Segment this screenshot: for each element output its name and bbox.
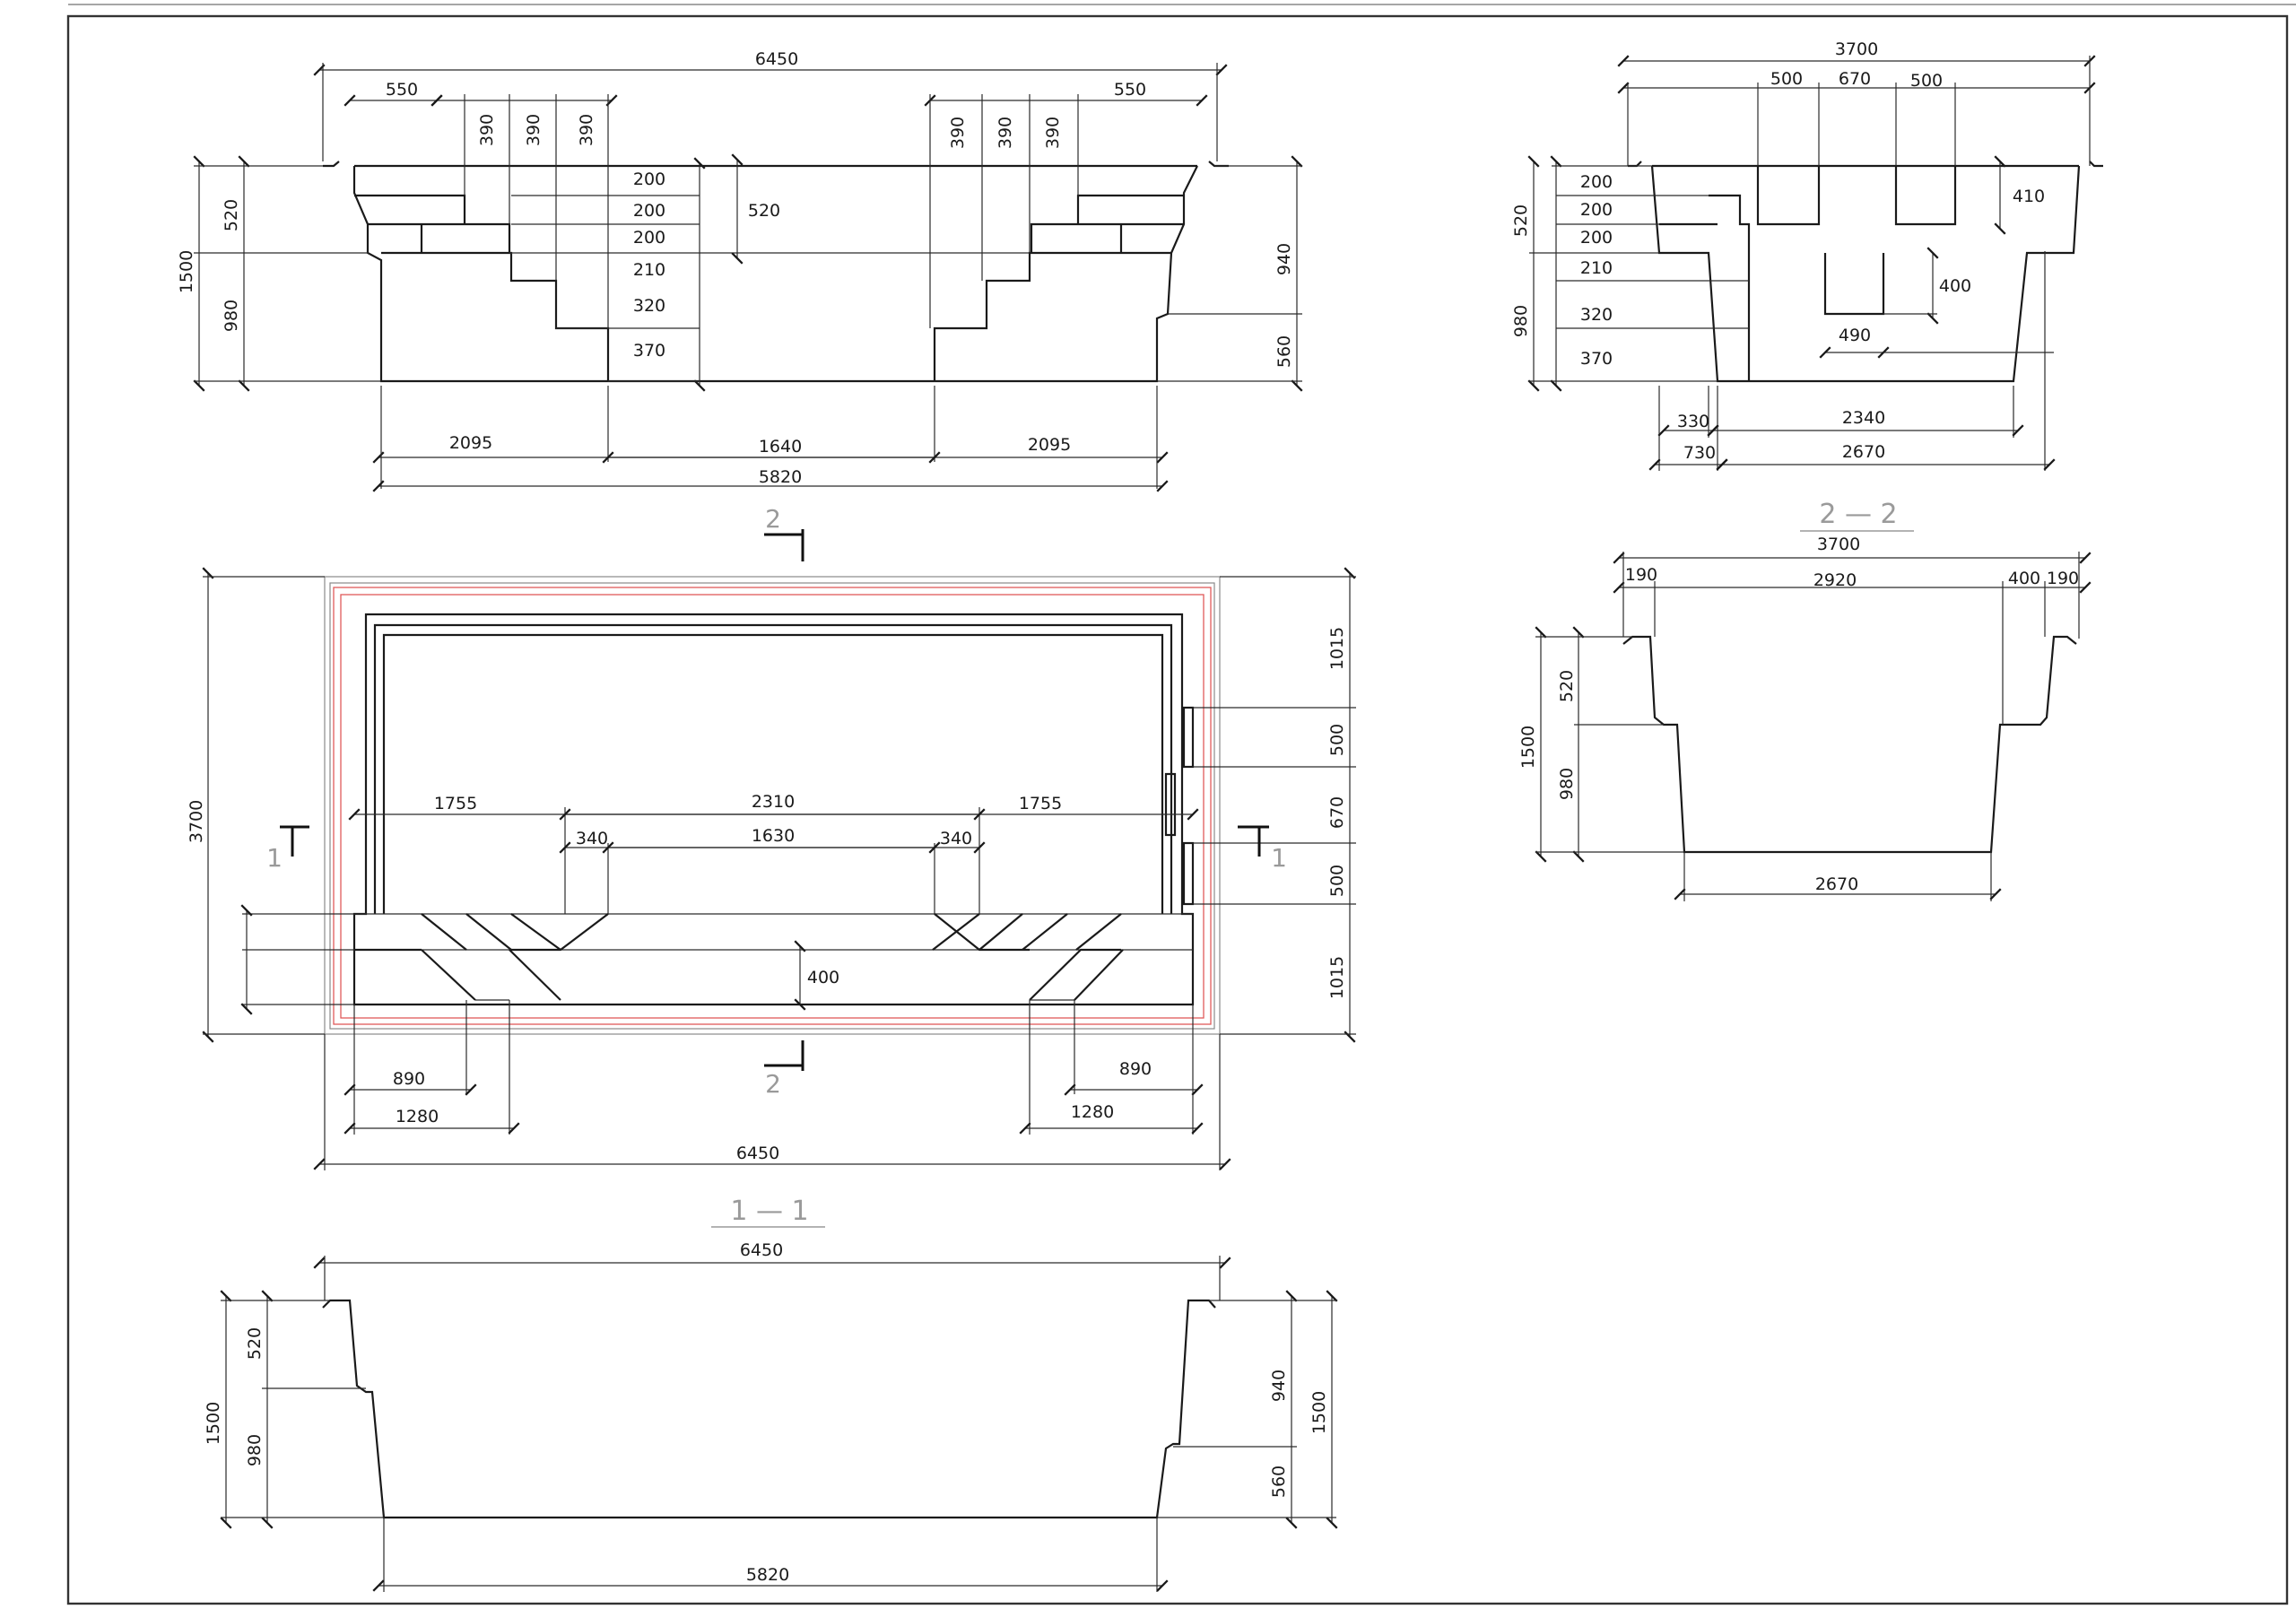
cut-label-1-right: 1 [1271, 843, 1287, 873]
dim-side-520: 520 [1511, 204, 1531, 237]
plan-view-dims: 3700 1015 500 670 500 1015 1755 2310 175… [187, 567, 1356, 1170]
section-cut-markers: 2 2 1 1 [266, 504, 1287, 1099]
dim-560-right: 560 [1274, 335, 1294, 368]
dim-2310: 2310 [752, 792, 795, 812]
dim-1500-left: 1500 [177, 250, 196, 293]
dim-1500-s22: 1500 [1518, 726, 1538, 769]
dim-390-a: 390 [477, 114, 497, 146]
dim-1280-b: 1280 [1071, 1102, 1114, 1122]
dim-1630: 1630 [752, 826, 795, 846]
section-2-2-profile [1622, 635, 2077, 854]
dim-500-a: 500 [1770, 69, 1803, 89]
dim-1500-s11: 1500 [204, 1402, 223, 1445]
dim-5820-top: 5820 [759, 467, 802, 487]
dim-340-a: 340 [576, 829, 608, 848]
dim-490: 490 [1839, 326, 1871, 345]
dim-6450-plan: 6450 [736, 1144, 779, 1163]
dim-side-210: 210 [1580, 258, 1613, 278]
dim-190-b: 190 [2047, 569, 2079, 588]
dim-6450: 6450 [755, 49, 798, 69]
dim-3700-plan: 3700 [187, 800, 206, 843]
dim-200-b: 200 [633, 201, 665, 221]
dim-550-left: 550 [386, 80, 418, 100]
dim-520-s11: 520 [245, 1327, 265, 1360]
section-1-1-profile [322, 1299, 1216, 1519]
dim-side-980: 980 [1511, 305, 1531, 337]
dim-200-a: 200 [633, 170, 665, 189]
dim-side-200-c: 200 [1580, 228, 1613, 248]
dim-6450-s11: 6450 [740, 1240, 783, 1260]
dim-390-d: 390 [948, 117, 968, 149]
dim-890-b: 890 [1119, 1059, 1152, 1079]
cut-label-1-left: 1 [266, 843, 283, 873]
cut-label-2-bottom: 2 [765, 1069, 781, 1099]
dim-520-s22: 520 [1557, 670, 1577, 702]
dim-400-plan: 400 [807, 968, 839, 987]
elevation-long-steps [323, 161, 1229, 383]
section-1-1-dims: 6450 1500 520 980 940 1500 560 5820 [204, 1240, 1338, 1592]
dim-890-a: 890 [393, 1069, 425, 1089]
dim-3700-side: 3700 [1835, 39, 1878, 59]
dim-1755-a: 1755 [434, 794, 477, 813]
dim-190-a: 190 [1625, 565, 1657, 585]
dim-390-c: 390 [577, 114, 596, 146]
dim-390-b: 390 [524, 114, 544, 146]
dim-side-200-b: 200 [1580, 200, 1613, 220]
dim-330: 330 [1677, 412, 1709, 431]
dim-400-side: 400 [1939, 276, 1971, 296]
dim-1015-bottom: 1015 [1327, 956, 1347, 999]
dim-side-370: 370 [1580, 349, 1613, 369]
dim-670-plan: 670 [1327, 796, 1347, 829]
sheet-border [66, 14, 2289, 1605]
dim-200-c: 200 [633, 228, 665, 248]
dim-2670-s22: 2670 [1815, 874, 1858, 894]
dim-410: 410 [2013, 187, 2045, 206]
dim-560-s11: 560 [1269, 1465, 1289, 1498]
dim-370: 370 [633, 341, 665, 361]
dim-730: 730 [1683, 443, 1716, 463]
dim-500-b: 500 [1910, 71, 1943, 91]
dim-2920: 2920 [1813, 570, 1857, 590]
dim-670: 670 [1839, 69, 1871, 89]
dim-1640: 1640 [759, 437, 802, 457]
dim-320: 320 [633, 296, 665, 316]
dim-390-e: 390 [996, 117, 1015, 149]
dim-1500-s11-right: 1500 [1309, 1391, 1329, 1434]
dim-520-left: 520 [222, 199, 241, 231]
dim-3700-s22: 3700 [1817, 535, 1860, 554]
dim-1280-a: 1280 [396, 1107, 439, 1126]
section-2-2-title: 2 — 2 [1819, 499, 1897, 530]
dim-side-320: 320 [1580, 305, 1613, 325]
dim-940-s11: 940 [1269, 1370, 1289, 1402]
cut-label-2-top: 2 [765, 504, 781, 534]
section-2-2-dims: 3700 190 2920 400 190 1500 520 980 2670 [1518, 535, 2092, 901]
dim-980-s11: 980 [245, 1434, 265, 1466]
elevation-long-dims: 6450 550 550 390 390 390 390 390 390 200… [177, 49, 1303, 492]
dim-210: 210 [633, 260, 665, 280]
dim-980-left: 980 [222, 300, 241, 332]
dim-2095-b: 2095 [1028, 435, 1071, 455]
dim-400-s22: 400 [2008, 569, 2040, 588]
dim-980-s22: 980 [1557, 768, 1577, 800]
dim-500-plan-b: 500 [1327, 865, 1347, 897]
dim-340-b: 340 [940, 829, 972, 848]
dim-390-f: 390 [1043, 117, 1063, 149]
dim-550-right: 550 [1114, 80, 1146, 100]
dim-2670-side: 2670 [1842, 442, 1885, 462]
dim-1755-b: 1755 [1019, 794, 1062, 813]
dim-5820-s11: 5820 [746, 1565, 789, 1585]
dim-side-200-a: 200 [1580, 172, 1613, 192]
dim-500-plan-a: 500 [1327, 724, 1347, 756]
dim-940-right: 940 [1274, 243, 1294, 275]
plan-view [324, 576, 1221, 1035]
section-1-1-title: 1 — 1 [730, 1196, 808, 1227]
dim-2095-a: 2095 [449, 433, 492, 453]
elevation-short-dims: 3700 500 670 500 200 200 200 210 320 370… [1511, 39, 2096, 471]
dim-520-mid: 520 [748, 201, 780, 221]
dim-2340: 2340 [1842, 408, 1885, 428]
elevation-short-steps [1628, 161, 2103, 383]
dim-1015-top: 1015 [1327, 627, 1347, 670]
